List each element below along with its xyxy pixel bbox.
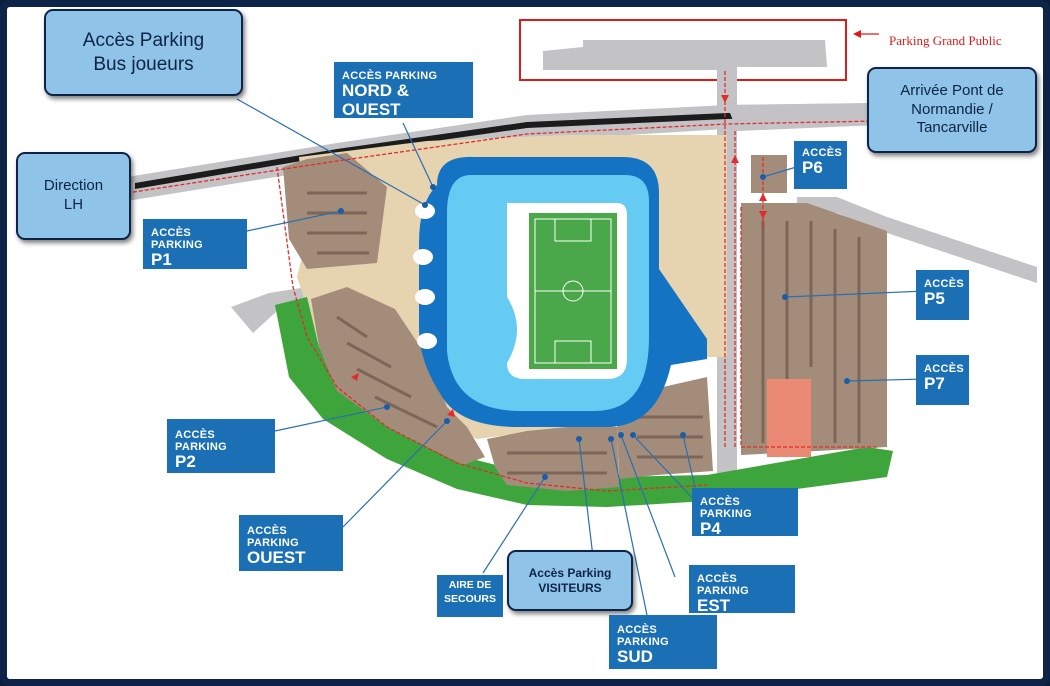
label-nord-ouest-line2: NORD & OUEST	[342, 81, 410, 119]
label-sud-line2: SUD	[617, 647, 653, 667]
grand-public-highlight	[519, 19, 847, 81]
label-nord-ouest: ACCÈS PARKING NORD & OUEST	[334, 62, 473, 119]
bus-callout-line1: Accès Parking	[82, 29, 205, 51]
label-p2-line2: P2	[175, 452, 196, 472]
direction-callout-line2: LH	[63, 196, 84, 213]
label-p4-line1: ACCÈS PARKING	[700, 496, 753, 521]
route-arrowheads	[351, 95, 767, 417]
label-aire-secours: AIRE DE SECOURS	[437, 575, 503, 617]
label-sud: ACCÈS PARKING SUD	[609, 615, 717, 669]
label-p7-line2: P7	[924, 374, 945, 394]
label-p2-line1: ACCÈS PARKING	[175, 429, 228, 454]
label-p5-line1: ACCÈS	[924, 278, 965, 290]
grand-public-parking	[543, 40, 827, 70]
label-p1-line2: P1	[151, 250, 172, 270]
label-nord-ouest-line1: ACCÈS PARKING	[342, 70, 438, 82]
bus-callout-line2: Bus joueurs	[93, 53, 194, 75]
label-p5-line2: P5	[924, 289, 945, 309]
label-p4: ACCÈS PARKING P4	[692, 488, 798, 539]
label-p6-line1: ACCÈS	[802, 147, 843, 159]
label-ouest: ACCÈS PARKING OUEST	[239, 515, 343, 571]
label-p4-line2: P4	[700, 519, 721, 539]
visiteurs-callout-line1: Accès Parking	[528, 565, 612, 580]
label-sud-line1: ACCÈS PARKING	[617, 624, 670, 649]
label-p6-line2: P6	[802, 158, 823, 178]
label-est-line2: EST	[697, 596, 731, 616]
label-p1-line1: ACCÈS PARKING	[151, 227, 204, 252]
leader-lines	[236, 98, 926, 626]
visiteurs-callout: Accès Parking VISITEURS	[507, 550, 633, 611]
label-aire-line1: AIRE DE	[448, 579, 492, 591]
direction-callout-line1: Direction	[43, 177, 104, 195]
side-roads	[231, 197, 1037, 333]
stadium	[419, 156, 707, 427]
label-est: ACCÈS PARKING EST	[689, 565, 795, 616]
grand-public-label: Parking Grand Public	[889, 33, 1002, 48]
label-p1: ACCÈS PARKING P1	[143, 219, 247, 269]
pont-callout-line2: Normandie /	[911, 100, 993, 118]
label-p7-line1: ACCÈS	[924, 363, 965, 375]
label-est-line1: ACCÈS PARKING	[697, 573, 750, 598]
label-aire-line2: SECOURS	[444, 592, 496, 605]
pont-callout: Arrivée Pont de Normandie / Tancarville	[867, 67, 1037, 153]
label-p6: ACCÈS P6	[794, 141, 847, 189]
highway	[127, 103, 887, 201]
bus-callout: Accès Parking Bus joueurs	[44, 9, 243, 96]
green-band	[275, 297, 893, 507]
bus-spots	[413, 203, 437, 349]
leader-dots	[338, 174, 850, 480]
label-ouest-line2: OUEST	[247, 548, 306, 568]
label-p5: ACCÈS P5	[916, 270, 969, 320]
label-p7: ACCÈS P7	[916, 355, 969, 405]
direction-callout: Direction LH	[16, 152, 131, 240]
pont-callout-line1: Arrivée Pont de	[900, 81, 1004, 99]
parking-stripes	[307, 191, 861, 475]
pont-callout-line3: Tancarville	[916, 119, 988, 137]
red-routes	[126, 71, 878, 492]
visiteurs-callout-line2: VISITEURS	[538, 580, 602, 595]
label-p2: ACCÈS PARKING P2	[167, 419, 275, 473]
grand-public-arrow	[853, 30, 879, 38]
label-ouest-line1: ACCÈS PARKING	[247, 525, 300, 550]
reserved-lot	[767, 379, 811, 457]
